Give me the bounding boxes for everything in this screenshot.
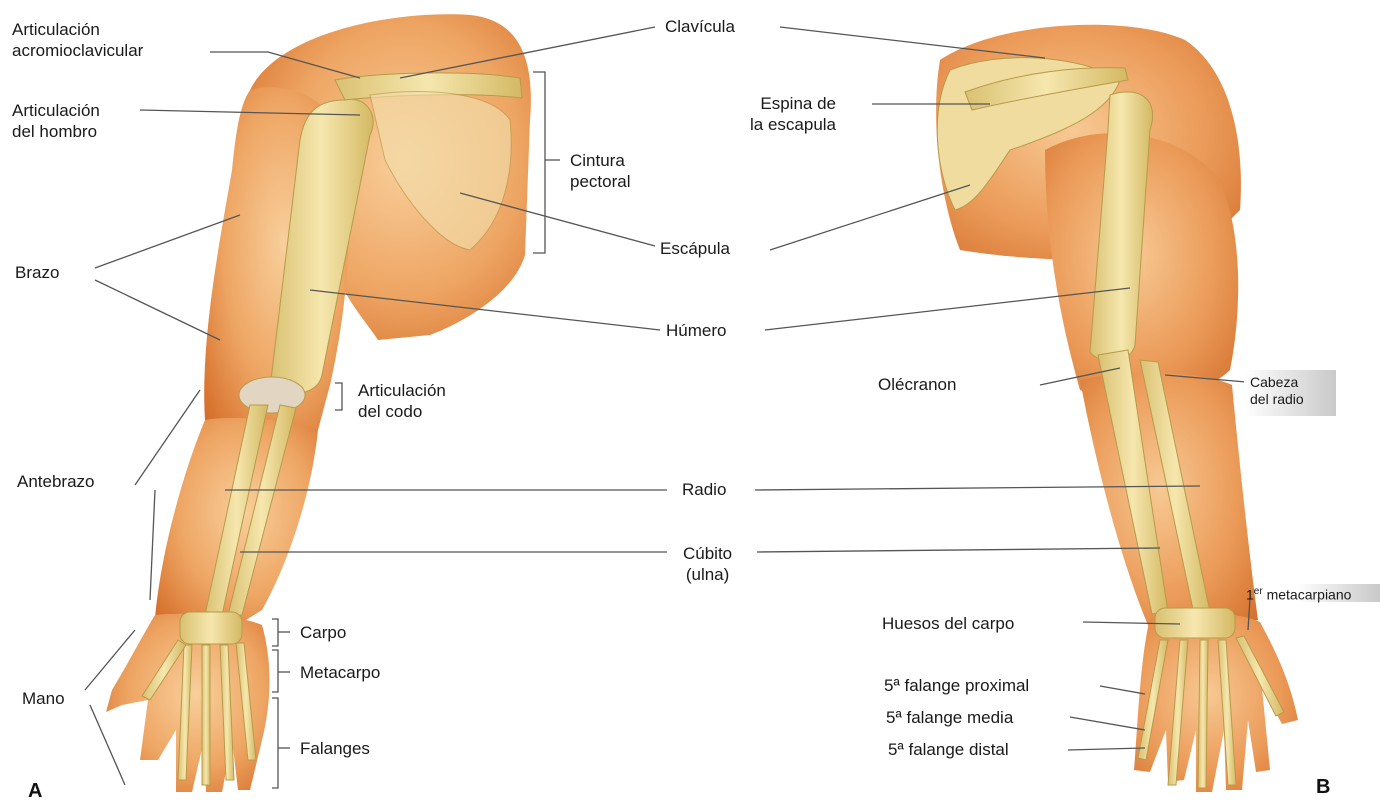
label-carpo: Carpo bbox=[300, 622, 346, 643]
label-articulacion-acromioclavicular: Articulación acromioclavicular bbox=[12, 19, 143, 61]
label-articulacion-hombro: Articulación del hombro bbox=[12, 100, 100, 142]
label-articulacion-codo: Articulación del codo bbox=[358, 380, 446, 422]
label-humero: Húmero bbox=[666, 320, 726, 341]
label-brazo: Brazo bbox=[15, 262, 59, 283]
label-escapula: Escápula bbox=[660, 238, 730, 259]
label-metacarpo: Metacarpo bbox=[300, 662, 380, 683]
label-cubito: Cúbito (ulna) bbox=[683, 543, 732, 585]
label-5a-falange-distal: 5ª falange distal bbox=[888, 739, 1009, 760]
label-mano: Mano bbox=[22, 688, 65, 709]
label-1er-metacarpiano: 1er metacarpiano bbox=[1246, 583, 1351, 604]
label-radio: Radio bbox=[682, 479, 726, 500]
label-cabeza-radio: Cabeza del radio bbox=[1250, 374, 1304, 408]
panel-letter-b: B bbox=[1316, 776, 1330, 799]
label-antebrazo: Antebrazo bbox=[17, 471, 95, 492]
panel-letter-a: A bbox=[28, 780, 42, 803]
label-cintura-pectoral: Cintura pectoral bbox=[570, 150, 630, 192]
label-huesos-carpo: Huesos del carpo bbox=[882, 613, 1014, 634]
label-5a-falange-proximal: 5ª falange proximal bbox=[884, 675, 1029, 696]
label-clavicula: Clavícula bbox=[665, 16, 735, 37]
label-5a-falange-media: 5ª falange media bbox=[886, 707, 1013, 728]
label-espina-escapula: Espina de la escapula bbox=[750, 93, 836, 135]
label-falanges: Falanges bbox=[300, 738, 370, 759]
label-olecranon: Olécranon bbox=[878, 374, 956, 395]
